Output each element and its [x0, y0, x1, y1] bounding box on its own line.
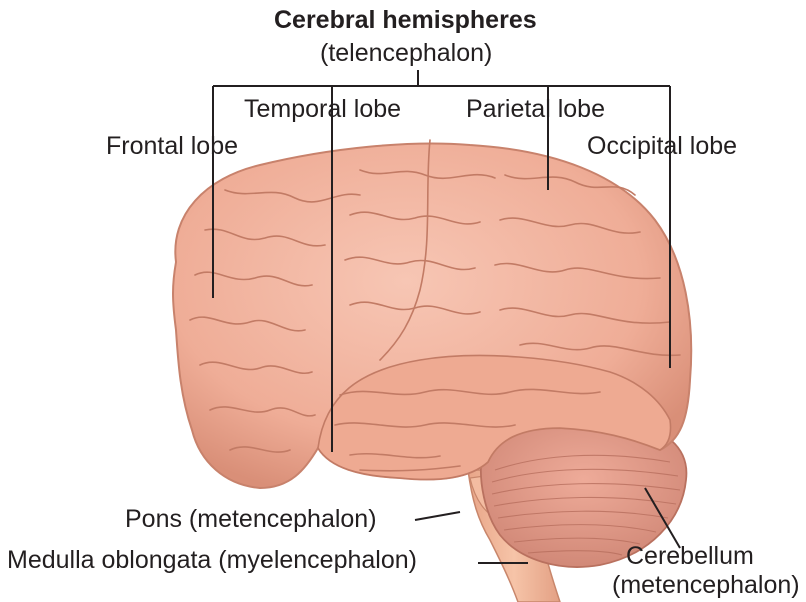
- label-cerebellum-sub: (metencephalon): [612, 573, 800, 598]
- label-parietal-lobe: Parietal lobe: [466, 97, 605, 122]
- label-pons: Pons (metencephalon): [125, 507, 377, 532]
- label-frontal-lobe: Frontal lobe: [106, 134, 238, 159]
- diagram-subtitle: (telencephalon): [320, 41, 492, 66]
- label-temporal-lobe: Temporal lobe: [244, 97, 401, 122]
- pons-leader: [415, 512, 460, 520]
- diagram-title: Cerebral hemispheres: [274, 8, 537, 33]
- label-occipital-lobe: Occipital lobe: [587, 134, 737, 159]
- label-cerebellum: Cerebellum: [626, 544, 754, 569]
- label-medulla-oblongata: Medulla oblongata (myelencephalon): [7, 548, 417, 573]
